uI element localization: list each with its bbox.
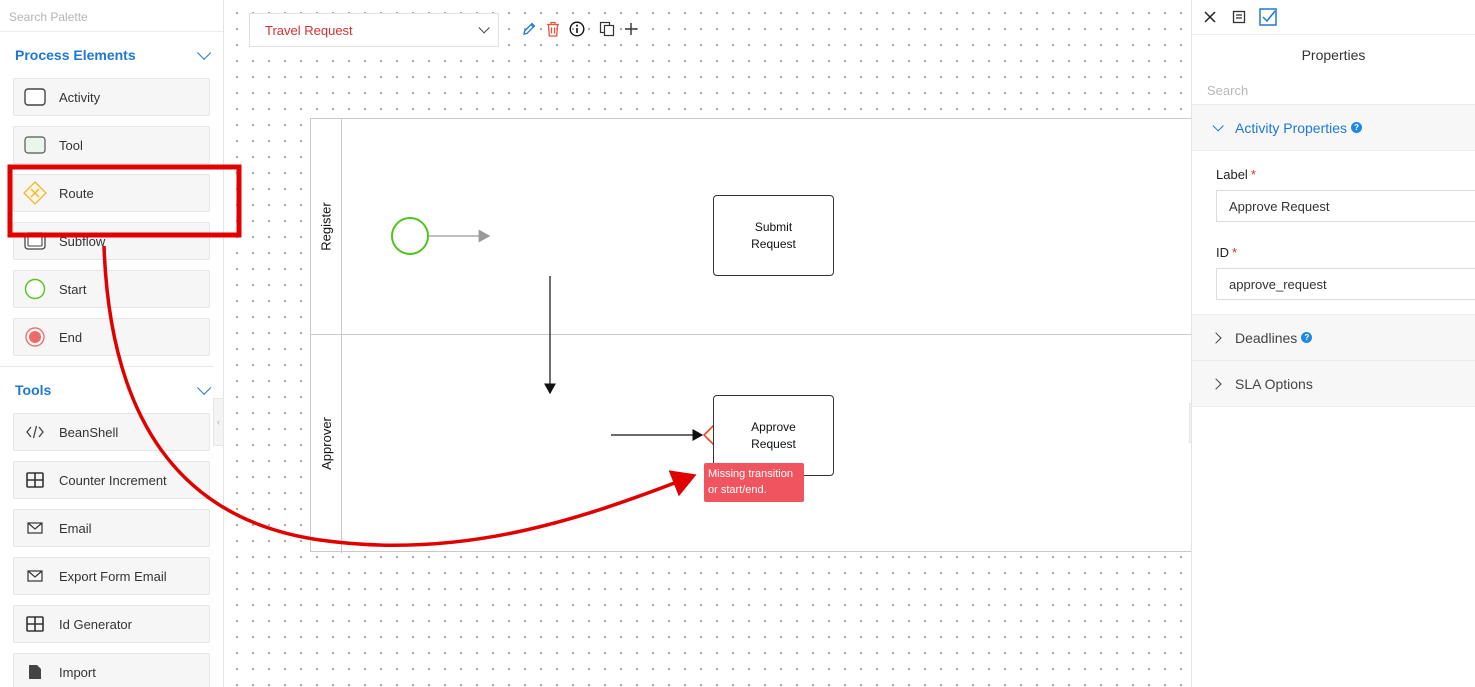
process-name: Travel Request — [265, 22, 353, 38]
palette-item-export-form-email[interactable]: Export Form Email — [13, 557, 210, 595]
chevron-right-icon — [1210, 331, 1222, 344]
mail-icon — [23, 564, 47, 588]
activity-submit-request[interactable]: Submit Request — [713, 195, 834, 276]
palette-item-label: Route — [59, 185, 94, 201]
palette-item-counter-increment[interactable]: Counter Increment — [13, 461, 210, 499]
field-name: ID — [1216, 245, 1229, 260]
field-label-label: Label* — [1216, 167, 1475, 182]
end-icon — [23, 325, 47, 349]
collapse-palette-handle[interactable]: ‹ — [213, 398, 224, 446]
code-icon — [23, 420, 47, 444]
help-icon[interactable]: ? — [1351, 122, 1363, 133]
chevron-right-icon — [1210, 377, 1222, 390]
palette-item-label: End — [59, 329, 83, 345]
diagram-canvas[interactable]: Travel Request Register Approver — [224, 0, 1191, 687]
palette-item-tool[interactable]: Tool — [13, 126, 210, 164]
palette-panel: Process Elements Activity Tool Route S — [0, 0, 224, 687]
section-title: Tools — [15, 382, 52, 398]
required-mark: * — [1250, 167, 1256, 182]
subflow-icon — [23, 229, 47, 253]
section-process-elements[interactable]: Process Elements — [0, 32, 223, 78]
palette-item-beanshell[interactable]: BeanShell — [13, 413, 210, 451]
activity-label: Approve Request — [751, 419, 796, 451]
tool-icon — [23, 133, 47, 157]
palette-item-label: Export Form Email — [59, 568, 167, 584]
section-title: Deadlines — [1235, 329, 1298, 346]
palette-search-input[interactable] — [9, 10, 214, 24]
trash-icon[interactable] — [544, 20, 562, 38]
chevron-down-icon — [1212, 119, 1224, 132]
palette-item-label: Id Generator — [59, 616, 132, 632]
properties-title: Properties — [1301, 47, 1366, 63]
properties-search — [1192, 75, 1475, 105]
field-name: Label — [1216, 167, 1248, 182]
pencil-icon[interactable] — [520, 20, 538, 38]
start-event[interactable] — [391, 217, 429, 255]
field-label-id: ID* — [1216, 245, 1475, 260]
canvas-toolbar — [520, 20, 646, 38]
chevron-down-icon[interactable] — [197, 380, 212, 395]
activity-properties-body: Label* ID* — [1192, 151, 1475, 315]
chevron-down-icon[interactable] — [197, 45, 212, 60]
process-pool[interactable]: Register Approver Submit Request Approve… — [310, 118, 1191, 553]
palette-item-email[interactable]: Email — [13, 509, 210, 547]
checkbox-icon[interactable] — [1259, 8, 1277, 26]
section-title: Activity Properties — [1235, 119, 1348, 136]
lane-divider — [311, 334, 1191, 335]
process-select[interactable]: Travel Request — [249, 13, 499, 47]
route-icon — [23, 181, 47, 205]
id-input[interactable] — [1216, 268, 1475, 300]
properties-panel: Properties Activity Properties ? Label* … — [1191, 0, 1475, 687]
file-icon — [23, 660, 47, 684]
section-activity-properties[interactable]: Activity Properties ? — [1192, 105, 1475, 151]
palette-search — [0, 0, 223, 32]
activity-icon — [23, 85, 47, 109]
palette-item-label: Counter Increment — [59, 472, 167, 488]
activity-approve-request[interactable]: Approve Request — [713, 395, 834, 476]
palette-item-label: BeanShell — [59, 424, 119, 440]
mail-icon — [23, 516, 47, 540]
palette-item-subflow[interactable]: Subflow — [13, 222, 210, 260]
palette-item-label: Subflow — [59, 233, 106, 249]
palette-item-label: Start — [59, 281, 87, 297]
section-deadlines[interactable]: Deadlines ? — [1192, 315, 1475, 361]
activity-label: Submit Request — [751, 219, 796, 251]
info-icon[interactable] — [568, 20, 586, 38]
palette-item-label: Tool — [59, 137, 83, 153]
help-icon[interactable]: ? — [1301, 332, 1313, 343]
tools-list: BeanShell Counter Increment Email Export… — [0, 413, 223, 687]
section-sla-options[interactable]: SLA Options — [1192, 361, 1475, 407]
palette-item-route[interactable]: Route — [13, 174, 210, 212]
section-tools[interactable]: Tools — [0, 367, 223, 413]
palette-item-start[interactable]: Start — [13, 270, 210, 308]
plus-icon[interactable] — [622, 20, 640, 38]
close-icon[interactable] — [1201, 8, 1219, 26]
grid-icon — [23, 612, 47, 636]
palette-item-activity[interactable]: Activity — [13, 78, 210, 116]
palette-item-end[interactable]: End — [13, 318, 210, 356]
grid-icon — [23, 468, 47, 492]
error-tooltip: Missing transition or start/end. — [704, 463, 804, 502]
palette-item-label: Activity — [59, 89, 101, 105]
palette-item-label: Import — [59, 664, 96, 680]
panel-icon[interactable] — [1230, 8, 1248, 26]
palette-item-label: Email — [59, 520, 92, 536]
copy-icon[interactable] — [598, 20, 616, 38]
process-elements-list: Activity Tool Route Subflow Start — [0, 78, 223, 356]
chevron-down-icon — [478, 22, 490, 34]
section-title: SLA Options — [1235, 375, 1313, 392]
start-icon — [23, 277, 47, 301]
palette-item-id-generator[interactable]: Id Generator — [13, 605, 210, 643]
error-message: Missing transition or start/end. — [708, 468, 793, 496]
required-mark: * — [1232, 245, 1238, 260]
properties-search-input[interactable] — [1207, 83, 1460, 98]
palette-item-import[interactable]: Import — [13, 653, 210, 687]
section-title: Process Elements — [15, 47, 136, 63]
properties-toolbar — [1192, 0, 1475, 35]
label-input[interactable] — [1216, 190, 1475, 222]
